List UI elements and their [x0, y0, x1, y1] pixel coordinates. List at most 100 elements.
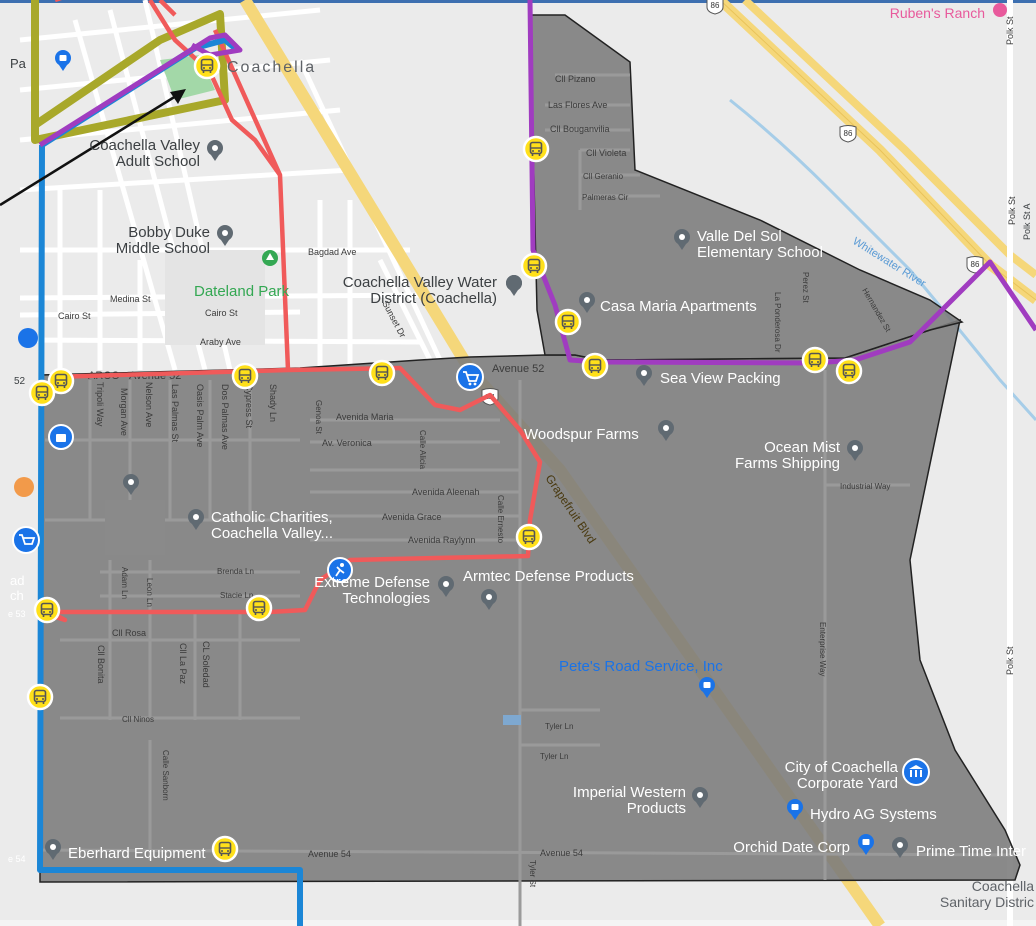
bus-stop-icon[interactable]: [801, 346, 829, 374]
label-adult-school-1: Coachella Valley: [89, 137, 200, 154]
street-calle-alicia: Calle Alicia: [418, 430, 427, 470]
street-cl-soledad: CL Soledad: [201, 641, 211, 688]
street-araby-ave: Araby Ave: [200, 337, 241, 347]
street-las-flores-ave: Las Flores Ave: [548, 100, 607, 110]
bus-stop-icon[interactable]: [581, 352, 609, 380]
label-sea-view: Sea View Packing: [660, 370, 781, 387]
city-label-coachella: Coachella: [227, 59, 316, 76]
school-grounds: [165, 250, 265, 345]
street-morgan-ave: Morgan Ave: [119, 388, 129, 436]
shield-86-top: 86: [706, 0, 724, 15]
label-ocean-mist-1: Ocean Mist: [764, 439, 841, 456]
label-bobby-duke-1: Bobby Duke: [128, 224, 210, 241]
street-tyler-ln-1: Tyler Ln: [545, 722, 573, 731]
svg-text:86: 86: [711, 1, 720, 10]
label-city-coachella-2: Corporate Yard: [797, 775, 898, 792]
street-cll-la-paz: Cll La Paz: [178, 643, 188, 685]
label-edge-ad-2: ch: [10, 588, 24, 603]
government-building-icon[interactable]: [902, 758, 930, 786]
bus-stop-icon[interactable]: [520, 252, 548, 280]
street-industrial-way: Industrial Way: [840, 482, 890, 491]
street-avenida-aleenah: Avenida Aleenah: [412, 487, 479, 497]
label-water-district-2: District (Coachella): [370, 290, 497, 307]
street-cairo-st-west: Cairo St: [58, 311, 91, 321]
street-polk-mid: Polk St: [1007, 196, 1017, 225]
bus-stop-icon[interactable]: [33, 596, 61, 624]
street-cll-pizano: Cll Pizano: [555, 74, 596, 84]
street-tripoli-way: Tripoli Way: [95, 382, 105, 427]
label-city-coachella-1: City of Coachella: [785, 759, 899, 776]
shopping-cart-icon[interactable]: [456, 363, 484, 391]
bus-stop-icon[interactable]: [554, 308, 582, 336]
street-cairo-st-east: Cairo St: [205, 308, 238, 318]
bus-stop-icon[interactable]: [522, 135, 550, 163]
street-av-veronica: Av. Veronica: [322, 438, 372, 448]
street-enterprise-way: Enterprise Way: [818, 622, 827, 676]
water-district-icon[interactable]: [506, 275, 522, 291]
pin-park-tree-icon[interactable]: [262, 250, 278, 266]
empty-lot: [105, 500, 165, 555]
street-avenida-grace: Avenida Grace: [382, 512, 441, 522]
label-adult-school-2: Adult School: [116, 153, 200, 170]
street-palmeras-cir: Palmeras Cir: [582, 193, 629, 202]
street-la-ponderosa-dr: La Ponderosa Dr: [773, 292, 782, 353]
label-dateland-park: Dateland Park: [194, 283, 290, 300]
street-cll-geranio: Cll Geranio: [583, 172, 624, 181]
pin-rubens-ranch-icon[interactable]: [993, 3, 1007, 17]
label-edge-53: e 53: [8, 609, 26, 619]
whitewater-river: [729, 98, 1036, 422]
label-hydro-ag: Hydro AG Systems: [810, 806, 937, 823]
route-red-north[interactable]: [148, 0, 282, 177]
label-imperial-western-2: Products: [627, 800, 686, 817]
street-cll-bonita: Cll Bonita: [96, 645, 106, 684]
street-leon-ln: Leon Ln: [145, 578, 154, 607]
service-zone-north[interactable]: [529, 14, 964, 361]
bus-stop-icon[interactable]: [368, 359, 396, 387]
street-tyler-ln-2: Tyler Ln: [540, 752, 568, 761]
restaurant-icon[interactable]: [14, 477, 34, 497]
bus-stop-icon[interactable]: [193, 52, 221, 80]
street-genoa-st: Genoa St: [314, 400, 323, 435]
street-avenue-54-east: Avenue 54: [540, 848, 583, 858]
street-polk-upper: Polk St: [1005, 16, 1015, 45]
bus-stop-icon[interactable]: [245, 594, 273, 622]
bus-stop-icon[interactable]: [515, 523, 543, 551]
street-avenida-raylynn: Avenida Raylynn: [408, 535, 475, 545]
label-edge-54: e 54: [8, 854, 26, 864]
bus-stop-icon[interactable]: [231, 362, 259, 390]
route-red[interactable]: [39, 0, 543, 623]
bus-stop-icon[interactable]: [835, 357, 863, 385]
service-zone-south[interactable]: [39, 318, 1021, 883]
street-avenue-54-west: Avenue 54: [308, 849, 351, 859]
label-prime-time: Prime Time Inter: [916, 843, 1026, 860]
label-water-district-1: Coachella Valley Water: [343, 274, 497, 291]
street-cll-violeta: Cll Violeta: [586, 148, 626, 158]
route-olive[interactable]: [31, 0, 229, 144]
street-brenda-ln: Brenda Ln: [217, 567, 254, 576]
label-imperial-western-1: Imperial Western: [573, 784, 686, 801]
sports-icon[interactable]: [327, 557, 353, 583]
label-extreme-defense-2: Technologies: [342, 590, 430, 607]
atm-icon[interactable]: [18, 328, 38, 348]
svg-text:86: 86: [844, 129, 853, 138]
label-edge-pa: Pa: [10, 56, 27, 71]
shopping-bag-icon[interactable]: [48, 424, 74, 450]
bus-stop-icon[interactable]: [26, 683, 54, 711]
street-stacie-ln: Stacie Ln: [220, 591, 253, 600]
label-edge-52: 52: [14, 376, 26, 387]
street-adam-ln: Adam Ln: [120, 567, 129, 599]
street-calle-sanborn: Calle Sanborn: [161, 750, 170, 801]
street-bagdad-ave: Bagdad Ave: [308, 247, 356, 257]
shopping-cart-west-icon[interactable]: [12, 526, 40, 554]
svg-text:86: 86: [971, 260, 980, 269]
label-catholic-charities-2: Coachella Valley...: [211, 525, 333, 542]
street-avenue-52: Avenue 52: [492, 363, 544, 375]
bus-stop-icon[interactable]: [28, 379, 56, 407]
zone-street-grid: [39, 73, 1016, 926]
bus-stop-icon[interactable]: [211, 835, 239, 863]
street-cll-bouganvilia: Cll Bouganvilia: [550, 124, 610, 134]
label-orchid-date: Orchid Date Corp: [733, 839, 850, 856]
street-perez-st: Perez St: [801, 272, 810, 303]
